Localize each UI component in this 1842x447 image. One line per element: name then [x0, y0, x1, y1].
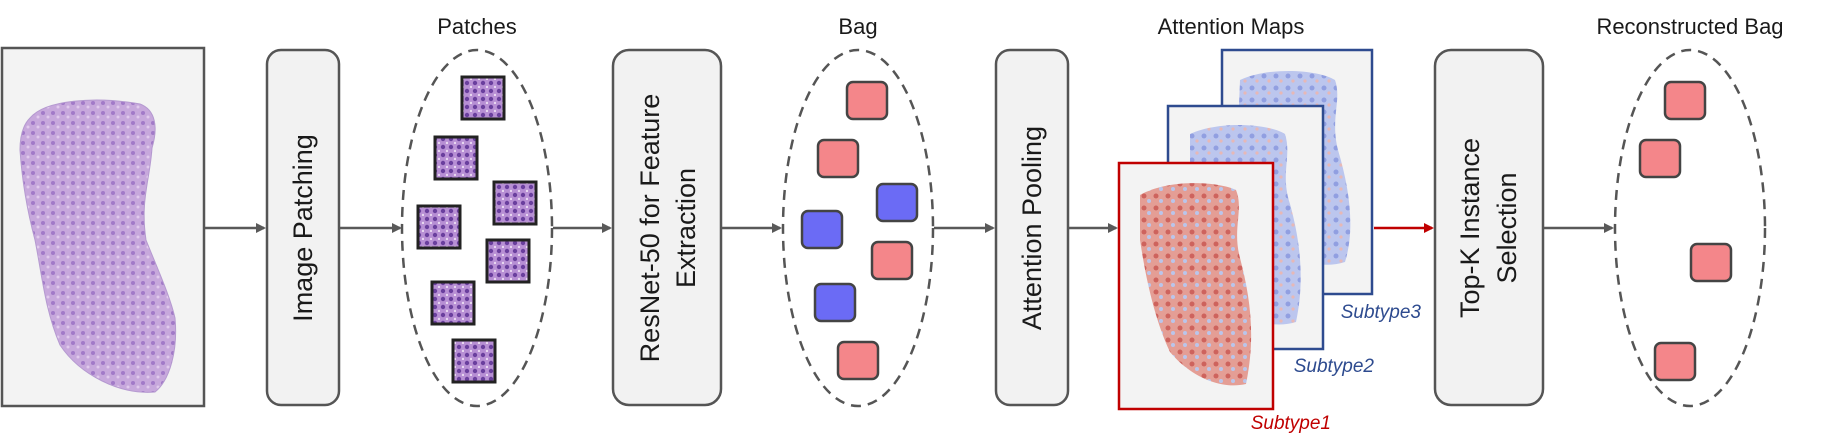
bag-instance	[875, 182, 919, 223]
feature-extraction-label-line2: Extraction	[671, 168, 701, 288]
histology-patch-icon	[485, 238, 531, 284]
patches-header: Patches	[437, 14, 517, 39]
subtype1-label: Subtype1	[1251, 413, 1331, 434]
image-patching-label: Image Patching	[288, 134, 318, 322]
reconstructed-instance	[1663, 80, 1707, 121]
whole-slide-image-icon	[19, 99, 177, 393]
topk-label-line2: Selection	[1492, 172, 1522, 283]
histology-patch-icon	[416, 204, 462, 250]
reconstructed-instance	[1653, 341, 1697, 382]
patches-group: Patches	[400, 14, 554, 408]
histology-patch-icon	[460, 75, 506, 121]
feature-extraction-stage: ResNet-50 for Feature Extraction	[611, 48, 723, 407]
bag-instance	[845, 80, 889, 121]
reconstructed-instance	[1689, 242, 1733, 283]
attention-heatmap-icon	[1140, 183, 1252, 386]
bag-instance	[836, 340, 880, 381]
reconstructed-bag-group: Reconstructed Bag	[1596, 14, 1784, 408]
feature-extraction-label-line1: ResNet-50 for Feature	[635, 94, 665, 363]
attention-map-subtype1: Subtype1	[1117, 161, 1331, 434]
topk-selection-stage: Top-K Instance Selection	[1433, 48, 1545, 407]
reconstructed-instance	[1638, 138, 1682, 179]
bag-group: Bag	[781, 14, 935, 408]
attention-maps-header: Attention Maps	[1158, 14, 1305, 39]
topk-label-line1: Top-K Instance	[1455, 138, 1485, 318]
attention-pooling-label: Attention Pooling	[1017, 126, 1047, 330]
histology-patch-icon	[492, 180, 538, 226]
bag-header: Bag	[838, 14, 877, 39]
bag-instance	[870, 240, 914, 281]
histology-patch-icon	[433, 135, 479, 181]
image-patching-stage: Image Patching	[265, 48, 341, 407]
histology-patch-icon	[451, 338, 497, 384]
whole-slide-image	[0, 46, 206, 408]
subtype2-label: Subtype2	[1294, 356, 1375, 377]
bag-instance	[813, 282, 857, 323]
attention-maps-group: Attention Maps Subtype3 Subtype2 Subtype…	[1117, 14, 1422, 434]
bag-instance	[816, 138, 860, 179]
attention-pooling-stage: Attention Pooling	[994, 48, 1070, 407]
histology-patch-icon	[430, 280, 476, 326]
bag-instance	[800, 209, 844, 250]
reconstructed-bag-header: Reconstructed Bag	[1596, 14, 1783, 39]
subtype3-label: Subtype3	[1341, 302, 1422, 323]
